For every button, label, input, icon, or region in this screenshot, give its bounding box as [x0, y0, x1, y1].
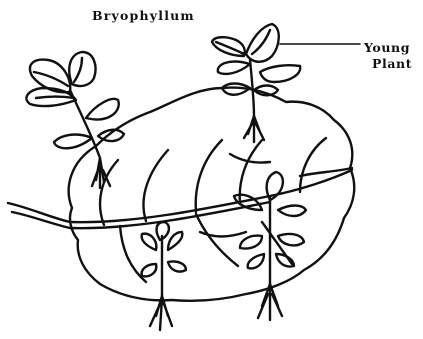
- plantlet-roots: [244, 116, 264, 142]
- diagram-title: Bryophyllum: [92, 8, 195, 23]
- plantlet-leaf: [267, 172, 283, 200]
- parent-leaf: [8, 88, 354, 301]
- plantlet-leaf: [278, 234, 304, 245]
- plantlet-leaf: [54, 135, 92, 149]
- plantlet-bottom-middle: [142, 222, 186, 330]
- leaf-vein: [300, 168, 352, 176]
- plantlet-leaf: [142, 234, 157, 250]
- plantlet-leaf: [260, 65, 300, 82]
- plantlet-young-plant: [212, 24, 300, 142]
- plantlet-right: [234, 172, 306, 320]
- plantlet-leaf: [98, 130, 124, 141]
- leaf-vein: [143, 150, 168, 221]
- leaf-outline: [69, 88, 355, 301]
- plantlet-leaf: [86, 99, 119, 119]
- leaf-vein: [196, 214, 238, 266]
- plantlet-leaf: [168, 261, 186, 271]
- plantlet-leaf: [168, 232, 182, 250]
- leaf-vein: [196, 140, 222, 212]
- plantlet-leaf-vein: [216, 30, 270, 54]
- young-plant-label-line1: Young: [364, 40, 410, 55]
- plantlet-leaf: [248, 254, 264, 268]
- young-plant-label-line2: Plant: [372, 56, 412, 71]
- plantlet-leaf: [142, 264, 157, 276]
- plantlet-leaf: [218, 62, 250, 74]
- plantlet-leaf: [240, 236, 262, 249]
- plantlet-leaf: [278, 206, 306, 217]
